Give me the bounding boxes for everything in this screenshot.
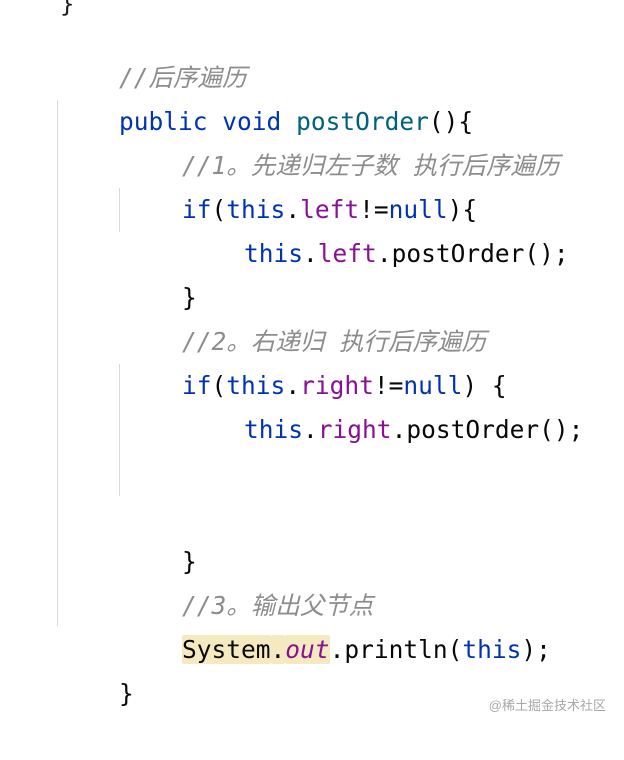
right-call-line: this.right.postOrder(); (244, 415, 584, 444)
if-right-line: if(this.right!=null) { (182, 371, 507, 400)
close-if-left-line: } (182, 283, 197, 312)
right-field: right (317, 415, 392, 444)
print-call-line: System.out.println(this); (182, 635, 551, 664)
null-keyword: null (388, 195, 448, 224)
left-call-line: this.left.postOrder(); (244, 239, 569, 268)
right-field: right (300, 371, 374, 400)
close-method-line: } (119, 679, 134, 708)
postorder-call: postOrder (406, 415, 540, 444)
comment-postorder-line: //后序遍历 (119, 63, 247, 92)
top-brace-stub: } (60, 0, 75, 18)
if-keyword: if (182, 195, 212, 224)
if-left-indent-guide (119, 188, 120, 232)
if-keyword: if (182, 371, 212, 400)
if-left-line: if(this.left!=null){ (182, 195, 478, 224)
this-keyword: this (244, 415, 304, 444)
left-field: left (300, 195, 360, 224)
system-class: System (182, 635, 271, 664)
site-watermark: @稀土掘金技术社区 (488, 698, 606, 713)
method-signature-line: public void postOrder(){ (119, 107, 474, 136)
this-keyword: this (244, 239, 304, 268)
if-right-indent-guide (119, 364, 120, 496)
method-indent-guide (57, 100, 58, 626)
println-call: println (344, 635, 448, 664)
void-keyword: void (222, 107, 282, 136)
comment-step1-line: //1。先递归左子数 执行后序遍历 (182, 151, 560, 180)
out-field: out (285, 635, 330, 664)
comment-step3-line: //3。输出父节点 (182, 591, 374, 620)
null-keyword: null (403, 371, 463, 400)
postorder-call: postOrder (391, 239, 525, 268)
left-field: left (317, 239, 377, 268)
comment-step2-line: //2。右递归 执行后序遍历 (182, 327, 487, 356)
this-keyword: this (226, 195, 286, 224)
close-if-right-line: } (182, 547, 197, 576)
code-editor[interactable]: } //后序遍历 public void postOrder(){ //1。先递… (0, 0, 624, 732)
this-keyword: this (226, 371, 286, 400)
public-keyword: public (119, 107, 208, 136)
postorder-method-name: postOrder (296, 107, 429, 136)
this-keyword: this (462, 635, 522, 664)
